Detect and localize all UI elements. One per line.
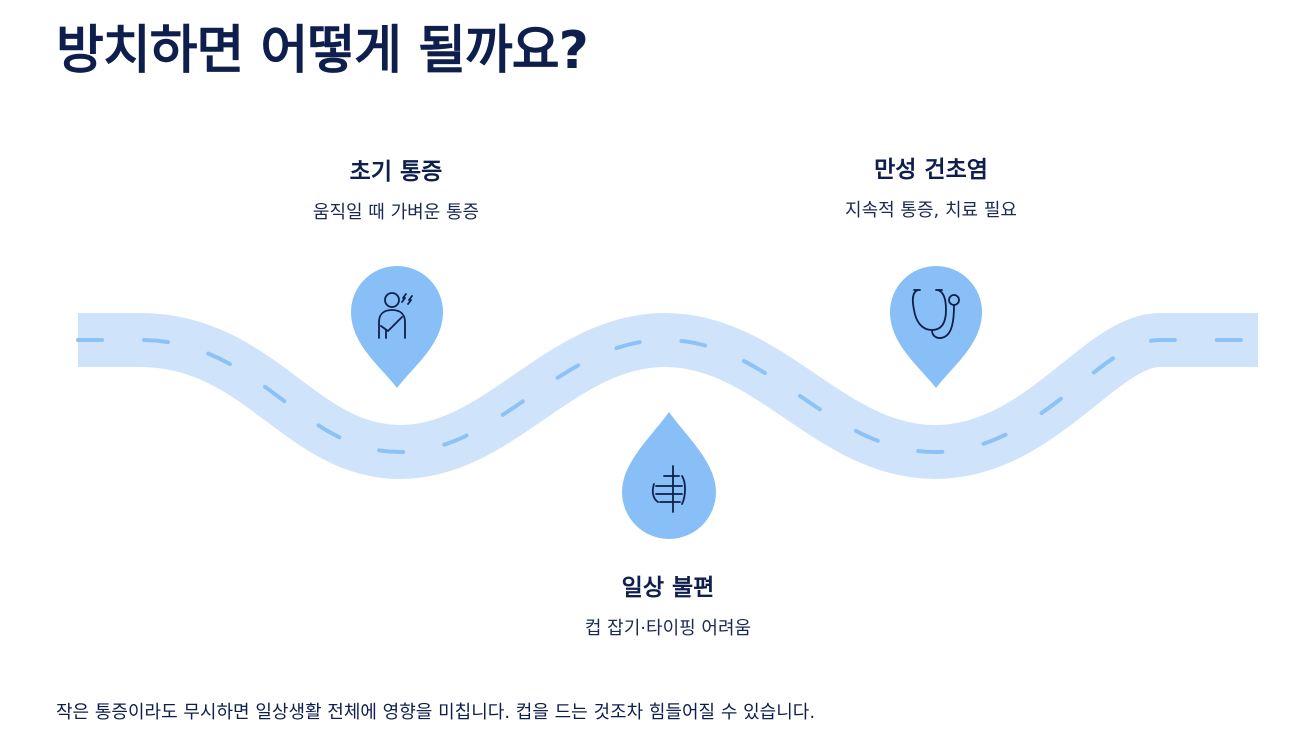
stethoscope-icon [911,289,960,339]
stage-marker-chronic [890,266,982,388]
stage-chronic-title: 만성 건초염 [874,157,988,183]
page-title: 방치하면 어떻게 될까요? [56,21,589,81]
stage-chronic: 만성 건초염 지속적 통증, 치료 필요 [771,150,1091,222]
stage-marker-early [351,266,443,388]
stage-marker-daily [622,412,716,539]
stage-daily-description: 컵 잡기·타이핑 어려움 [584,618,752,639]
summary-text: 작은 통증이라도 무시하면 일상생활 전체에 영향을 미칩니다. 컵을 드는 것… [56,702,816,723]
stage-daily-title: 일상 불편 [621,575,715,601]
stage-early-description: 움직일 때 가벼운 통증 [312,202,480,223]
road-path [78,312,1258,480]
stage-daily: 일상 불편 컵 잡기·타이핑 어려움 [508,568,828,640]
hand-grip-icon [651,465,686,513]
person-pain-icon [378,292,413,339]
stage-early: 초기 통증 움직일 때 가벼운 통증 [236,152,556,224]
stage-chronic-description: 지속적 통증, 치료 필요 [845,200,1017,221]
stage-early-title: 초기 통증 [349,159,443,185]
